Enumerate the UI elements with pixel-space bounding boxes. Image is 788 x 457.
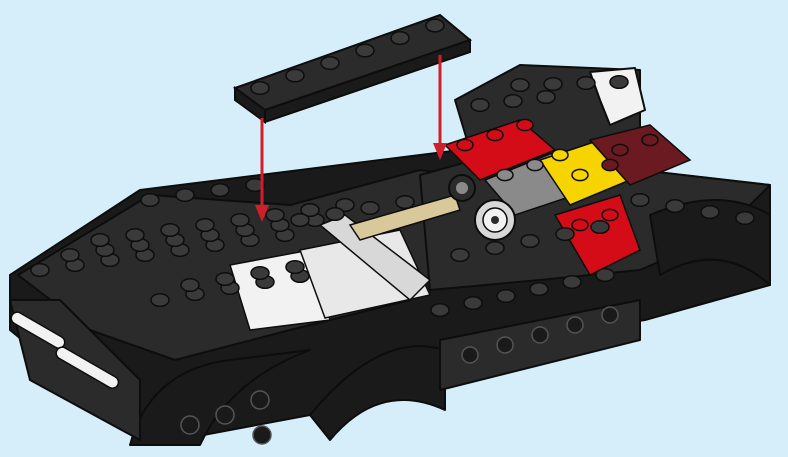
stud	[231, 214, 249, 227]
stud	[596, 269, 614, 282]
stud	[431, 304, 449, 317]
stud	[572, 169, 588, 180]
stud	[251, 267, 269, 280]
stud	[517, 119, 533, 130]
stud	[591, 221, 609, 234]
stud	[612, 144, 628, 155]
stud	[286, 261, 304, 274]
stud	[457, 139, 473, 150]
stud	[552, 149, 568, 160]
stud	[396, 196, 414, 209]
stud	[31, 264, 49, 277]
stud	[666, 200, 684, 213]
stud	[91, 234, 109, 247]
stud	[211, 184, 229, 197]
stud	[126, 229, 144, 242]
stud	[527, 159, 543, 170]
stud	[391, 32, 409, 45]
stud	[530, 283, 548, 296]
stud	[451, 249, 469, 262]
stud	[464, 297, 482, 310]
stud	[610, 76, 628, 89]
stud	[701, 206, 719, 219]
stud	[563, 276, 581, 289]
stud	[602, 159, 618, 170]
stud	[511, 79, 529, 92]
stud	[556, 228, 574, 241]
stud	[487, 129, 503, 140]
stud	[486, 242, 504, 255]
stud	[361, 202, 379, 215]
stud	[141, 194, 159, 207]
stud	[504, 95, 522, 108]
stud	[642, 134, 658, 145]
stud	[181, 279, 199, 292]
stud	[544, 78, 562, 91]
stud	[631, 194, 649, 207]
stud	[176, 189, 194, 202]
stud	[471, 99, 489, 112]
stud	[426, 19, 444, 32]
stud	[577, 77, 595, 90]
stud	[521, 235, 539, 248]
stud	[266, 209, 284, 222]
stud	[602, 209, 618, 220]
stud	[286, 69, 304, 82]
stud	[497, 290, 515, 303]
stud	[161, 224, 179, 237]
stud	[61, 249, 79, 262]
stud	[216, 273, 234, 286]
stud	[151, 294, 169, 307]
stud	[497, 169, 513, 180]
stud	[291, 214, 309, 227]
stud	[736, 212, 754, 225]
stud	[196, 219, 214, 232]
stud	[321, 57, 339, 70]
stud	[356, 44, 374, 57]
stud	[326, 208, 344, 221]
stud	[537, 91, 555, 104]
stud	[251, 82, 269, 95]
stud	[572, 219, 588, 230]
